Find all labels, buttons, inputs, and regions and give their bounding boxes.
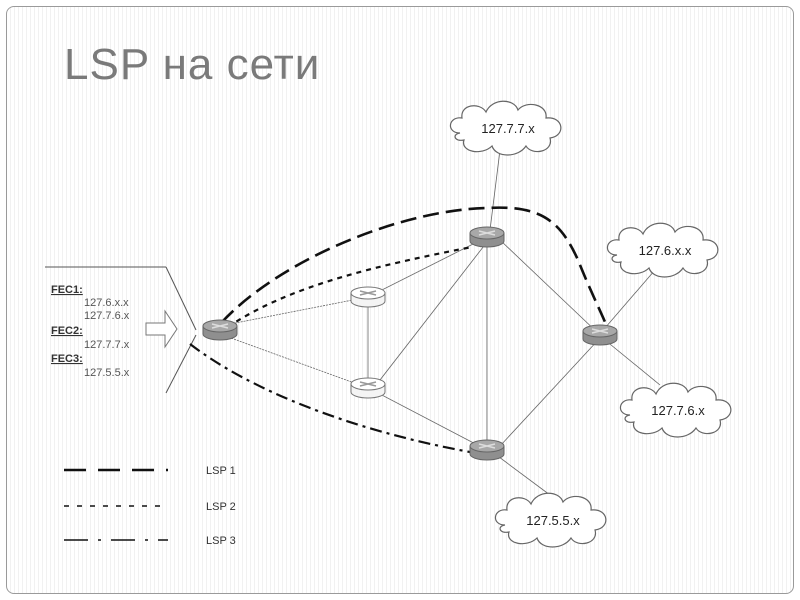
fec-list: FEC1: 127.6.x.x 127.7.6.x FEC2: 127.7.7.… xyxy=(51,284,130,379)
cloud-label: 127.7.7.x xyxy=(481,121,535,136)
cloud-127-7-7: 127.7.7.x xyxy=(449,100,562,156)
fec1-value: 127.6.x.x xyxy=(84,297,129,309)
router-top xyxy=(469,226,505,248)
network-links xyxy=(219,149,661,496)
legend-lsp3-label: LSP 3 xyxy=(206,535,236,547)
lsp2-path xyxy=(227,245,473,328)
fec2-value: 127.7.7.x xyxy=(84,339,130,351)
fec2-label: FEC2: xyxy=(51,325,83,337)
slide-title: LSP на сети xyxy=(64,40,321,89)
legend-lsp1-label: LSP 1 xyxy=(206,465,236,477)
fec3-value: 127.5.5.x xyxy=(84,367,130,379)
cloud-127-5-5: 127.5.5.x xyxy=(494,492,607,548)
legend-lsp2-label: LSP 2 xyxy=(206,501,236,513)
router-ingress xyxy=(202,319,238,341)
lsp3-path xyxy=(189,343,471,454)
cloud-label: 127.6.x.x xyxy=(639,243,692,258)
slide xyxy=(6,6,794,594)
fec1-label: FEC1: xyxy=(51,284,83,296)
fec3-label: FEC3: xyxy=(51,353,83,365)
cloud-label: 127.5.5.x xyxy=(526,513,580,528)
legend: LSP 1 LSP 2 LSP 3 xyxy=(64,465,236,547)
router-transit-top xyxy=(350,286,386,308)
router-bottom xyxy=(469,439,505,461)
cloud-127-7-6: 127.7.6.x xyxy=(619,382,732,438)
cloud-127-6: 127.6.x.x xyxy=(606,222,719,278)
router-transit-bottom xyxy=(350,377,386,399)
lsp1-path xyxy=(221,206,607,323)
fec1-value: 127.7.6.x xyxy=(84,310,130,322)
arrow-icon xyxy=(145,309,178,349)
router-right xyxy=(582,324,618,346)
cloud-label: 127.7.6.x xyxy=(651,403,705,418)
